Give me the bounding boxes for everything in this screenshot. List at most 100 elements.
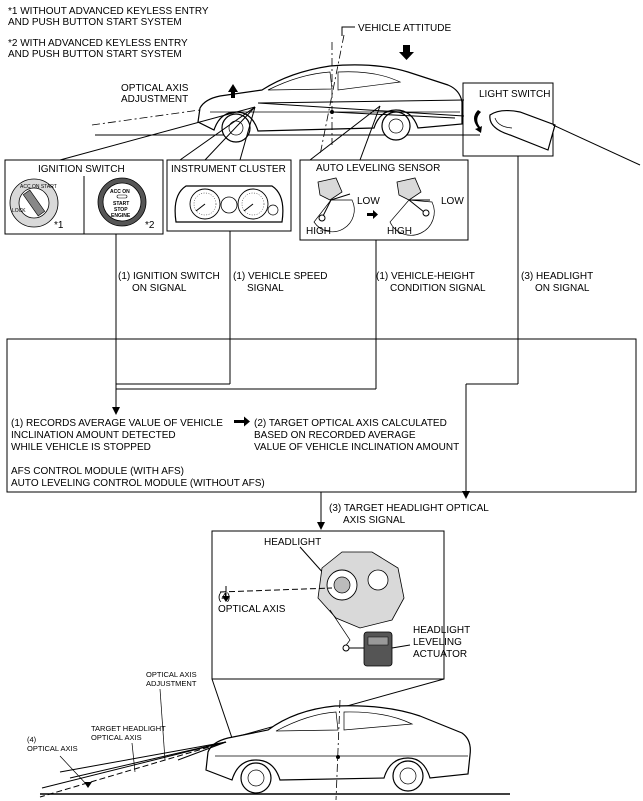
headlight-num-4: (4) <box>218 592 230 603</box>
speed-signal-label-1: (1) VEHICLE SPEED <box>233 271 327 282</box>
sensor-right-body-icon <box>396 177 422 201</box>
bottom-car-vertical-line <box>335 699 341 801</box>
bottom-adj-label-1: OPTICAL AXIS <box>146 670 197 679</box>
ignition-switch-box: IGNITION SWITCH ACC ON START LOCK *1 ACC… <box>4 159 164 235</box>
actuator-label-3: ACTUATOR <box>413 649 467 660</box>
light-switch-box: LIGHT SWITCH <box>462 82 641 166</box>
instrument-cluster-frame <box>166 159 292 232</box>
leader-ignition-1 <box>59 106 256 161</box>
step-1-line-2: INCLINATION AMOUNT DETECTED <box>11 430 176 441</box>
light-switch-frame <box>462 82 554 157</box>
ignition-switch-title: IGNITION SWITCH <box>38 164 125 175</box>
vehicle-attitude-leader <box>341 26 355 36</box>
top-car-horizontal-ref <box>331 111 456 119</box>
light-switch-title: LIGHT SWITCH <box>479 89 550 100</box>
bottom-car-rear-wheel <box>392 760 424 792</box>
top-car-body <box>197 64 463 132</box>
right-arrow-icon <box>367 210 378 219</box>
target-signal: (3) TARGET HEADLIGHT OPTICAL AXIS SIGNAL <box>317 492 489 530</box>
leader-cluster-2 <box>239 106 256 161</box>
step-2-line-1: (2) TARGET OPTICAL AXIS CALCULATED <box>254 418 447 429</box>
bottom-adj-label-2: ADJUSTMENT <box>146 679 197 688</box>
ignition-knob-lock: LOCK <box>12 208 26 214</box>
headlight-label: HEADLIGHT <box>264 537 321 548</box>
headlight-box: HEADLIGHT (4) OPTICAL AXIS HEADLIGHT LEV… <box>211 530 470 739</box>
sensor-right-high: HIGH <box>387 226 412 237</box>
top-car-illustration: VEHICLE ATTITUDE OPTICAL AXIS ADJUSTMENT <box>59 23 480 161</box>
up-arrow-icon <box>228 84 238 98</box>
headlight-optical-axis-line <box>219 587 333 593</box>
leader-cluster-1 <box>204 106 256 161</box>
step-1-line-3: WHILE VEHICLE IS STOPPED <box>11 442 151 453</box>
ignition-knob-labels: ACC ON START <box>20 184 57 190</box>
center-display-icon <box>220 196 238 214</box>
signal-labels: (1) IGNITION SWITCH ON SIGNAL (1) VEHICL… <box>118 271 593 294</box>
push-button-start: START <box>113 201 129 207</box>
push-button-engine: ENGINE <box>111 213 131 219</box>
bottom-optical-axis-label: OPTICAL AXIS <box>27 744 78 753</box>
ignition-mark-2: *2 <box>145 220 155 231</box>
headlight-optical-axis-label: OPTICAL AXIS <box>218 604 286 615</box>
headlight-frame <box>211 530 445 680</box>
bottom-target-label-1: TARGET HEADLIGHT <box>91 724 166 733</box>
step-2-line-2: BASED ON RECORDED AVERAGE <box>254 430 416 441</box>
module-name-line-2: AUTO LEVELING CONTROL MODULE (WITHOUT AF… <box>11 478 265 489</box>
leader-sensor-1 <box>309 105 381 161</box>
note-2-line-1: *2 WITH ADVANCED KEYLESS ENTRY <box>8 38 188 49</box>
headlight-signal-label-2: ON SIGNAL <box>535 283 590 294</box>
sensor-right-low: LOW <box>441 196 464 207</box>
bottom-num-4: (4) <box>27 735 37 744</box>
headlight-signal-label-1: (3) HEADLIGHT <box>521 271 593 282</box>
note-1-line-2: AND PUSH BUTTON START SYSTEM <box>8 17 182 28</box>
bottom-car-rear-window <box>343 711 414 731</box>
optical-axis-adjustment-label-1: OPTICAL AXIS <box>121 83 189 94</box>
notes: *1 WITHOUT ADVANCED KEYLESS ENTRY AND PU… <box>8 6 209 60</box>
height-signal-label-2: CONDITION SIGNAL <box>390 283 486 294</box>
rotate-arrow-icon <box>474 110 482 133</box>
optical-axis-beam <box>39 741 227 798</box>
height-signal-label-1: (1) VEHICLE-HEIGHT <box>376 271 475 282</box>
actuator-label-2: LEVELING <box>413 637 462 648</box>
leader-light-switch-2 <box>257 102 465 117</box>
down-arrow-icon <box>399 45 414 60</box>
note-2-line-2: AND PUSH BUTTON START SYSTEM <box>8 49 182 60</box>
attitude-tilted-line <box>319 34 345 156</box>
push-button-acc-on: ACC ON <box>110 189 130 195</box>
signal-lines <box>112 156 519 499</box>
leader-light-switch-1 <box>257 99 465 104</box>
auto-leveling-sensor-title: AUTO LEVELING SENSOR <box>316 163 440 174</box>
push-button-stop: STOP <box>114 207 128 213</box>
ignition-signal-label-1: (1) IGNITION SWITCH <box>118 271 220 282</box>
module-name-line-1: AFS CONTROL MODULE (WITH AFS) <box>11 466 184 477</box>
step-1-line-1: (1) RECORDS AVERAGE VALUE OF VEHICLE <box>11 418 223 429</box>
step-2-line-3: VALUE OF VEHICLE INCLINATION AMOUNT <box>254 442 459 453</box>
top-car-rear-window <box>337 71 402 91</box>
leader-sensor-2 <box>359 105 381 161</box>
sensor-left-body-icon <box>317 177 343 201</box>
bottom-target-label-2: OPTICAL AXIS <box>91 733 142 742</box>
target-signal-label-2: AXIS SIGNAL <box>343 515 406 526</box>
top-car-front-window <box>267 71 333 91</box>
control-module-box: (1) RECORDS AVERAGE VALUE OF VEHICLE INC… <box>6 338 637 493</box>
instrument-cluster-box: INSTRUMENT CLUSTER <box>166 159 292 232</box>
light-switch-stalk <box>489 109 556 151</box>
bottom-car-illustration: OPTICAL AXIS ADJUSTMENT TARGET HEADLIGHT… <box>27 670 510 801</box>
process-arrow-icon <box>234 416 250 427</box>
instrument-cluster-title: INSTRUMENT CLUSTER <box>171 164 286 175</box>
vehicle-attitude-label: VEHICLE ATTITUDE <box>358 23 451 34</box>
ignition-mark-1: *1 <box>54 220 64 231</box>
optical-axis-adjustment-label-2: ADJUSTMENT <box>121 94 188 105</box>
target-signal-label-1: (3) TARGET HEADLIGHT OPTICAL <box>329 503 489 514</box>
actuator-label-1: HEADLIGHT <box>413 625 470 636</box>
top-car-rear-wheel <box>381 111 411 141</box>
auto-leveling-sensor-box: AUTO LEVELING SENSOR LOW HIGH LOW HIGH <box>299 159 469 241</box>
note-1-line-1: *1 WITHOUT ADVANCED KEYLESS ENTRY <box>8 6 209 17</box>
auto-leveling-sensor-frame <box>299 159 469 241</box>
sensor-left-high: HIGH <box>306 226 331 237</box>
leader-ignition-2 <box>179 106 256 161</box>
bottom-car-front-window <box>275 711 339 732</box>
bottom-car-front-wheel <box>240 762 272 794</box>
sensor-left-low: LOW <box>357 196 380 207</box>
speed-signal-label-2: SIGNAL <box>247 283 284 294</box>
